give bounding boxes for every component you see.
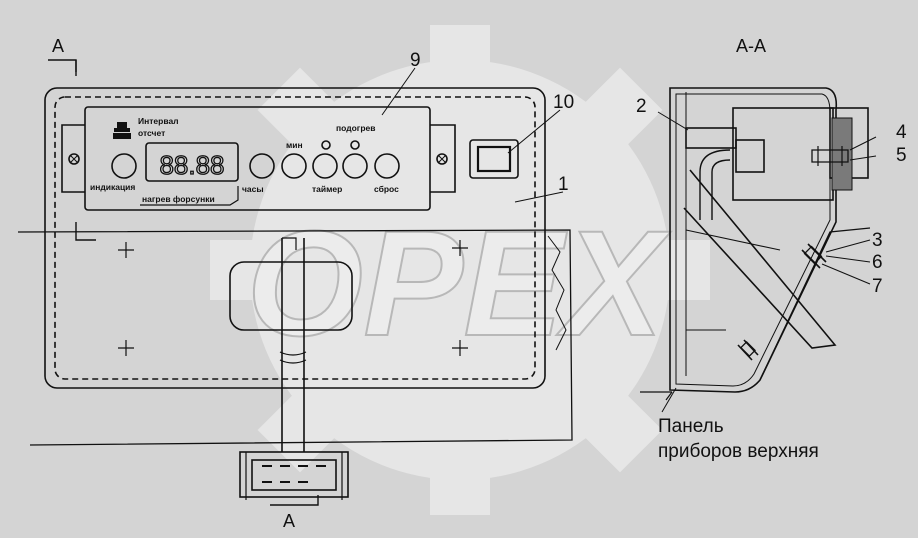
- leader-2: [657, 111, 689, 131]
- preheat-button: [342, 153, 368, 179]
- upper-panel-outline: [17, 229, 573, 446]
- digital-display: [145, 142, 239, 182]
- screw-left-icon: [68, 153, 80, 165]
- callout-2: 2: [636, 96, 647, 117]
- mount-cross-3: [118, 340, 134, 356]
- min-button: [281, 153, 307, 179]
- section-label-bottom: А: [283, 511, 295, 531]
- section-view: [640, 87, 877, 413]
- leader-6: [825, 255, 871, 263]
- plate-ear-right: [430, 124, 456, 193]
- led-preheat: [350, 140, 360, 150]
- callout-10: 10: [553, 92, 574, 113]
- leader-5: [849, 155, 877, 161]
- cable: [281, 238, 305, 452]
- mount-cross-2: [452, 240, 468, 256]
- caption-line-1: Панель: [658, 416, 724, 437]
- hours-button: [249, 153, 275, 179]
- section-dash-panel: [683, 169, 837, 349]
- watermark-text: OPEX: [247, 199, 672, 367]
- callout-7: 7: [872, 276, 883, 297]
- screw-right-icon: [436, 153, 448, 165]
- housing-outer: [44, 87, 546, 389]
- section-title: А-А: [736, 36, 766, 56]
- label-min: мин: [286, 140, 303, 150]
- heater-icon: [113, 122, 131, 139]
- timer-button: [312, 153, 338, 179]
- display-digits: 88.88: [159, 150, 224, 180]
- label-nozzle-heat: нагрев форсунки: [142, 194, 215, 204]
- leader-10: [507, 109, 561, 154]
- callout-5: 5: [896, 145, 907, 166]
- indicator-window: [469, 139, 519, 179]
- section-bracket: [759, 227, 871, 381]
- connector: [239, 451, 349, 500]
- label-hours: часы: [242, 184, 264, 194]
- front-plate: [84, 106, 431, 211]
- caption-line-2: приборов верхняя: [658, 441, 819, 462]
- callout-1: 1: [558, 174, 569, 195]
- label-indication: индикация: [90, 182, 135, 192]
- label-timer: таймер: [312, 184, 342, 194]
- front-view: [17, 59, 573, 506]
- rear-cutout: [229, 261, 353, 331]
- leader-1: [514, 191, 564, 203]
- section-mark-top: [48, 59, 77, 72]
- leader-panel: [661, 387, 677, 413]
- leader-4: [849, 136, 877, 151]
- indication-button: [111, 153, 137, 179]
- callout-6: 6: [872, 252, 883, 273]
- section-label-top: А: [52, 36, 64, 56]
- label-preheat: подогрев: [336, 123, 376, 133]
- mount-cross-4: [452, 340, 468, 356]
- watermark-gear-icon: [210, 25, 710, 515]
- plate-ear-left: [61, 124, 85, 193]
- section-mark-bottom: [270, 495, 319, 506]
- led-min: [321, 140, 331, 150]
- reset-button: [374, 153, 400, 179]
- label-countdown: отсчет: [138, 128, 165, 138]
- leader-7: [821, 263, 871, 285]
- leader-3: [825, 239, 871, 253]
- callout-3: 3: [872, 230, 883, 251]
- section-cable: [699, 149, 731, 220]
- callout-9: 9: [410, 50, 421, 71]
- mount-cross-1: [118, 242, 134, 258]
- label-reset: сброс: [374, 184, 399, 194]
- callout-4: 4: [896, 122, 907, 143]
- leader-9: [381, 67, 416, 116]
- housing-inner: [54, 96, 536, 380]
- label-interval: Интервал: [138, 116, 179, 126]
